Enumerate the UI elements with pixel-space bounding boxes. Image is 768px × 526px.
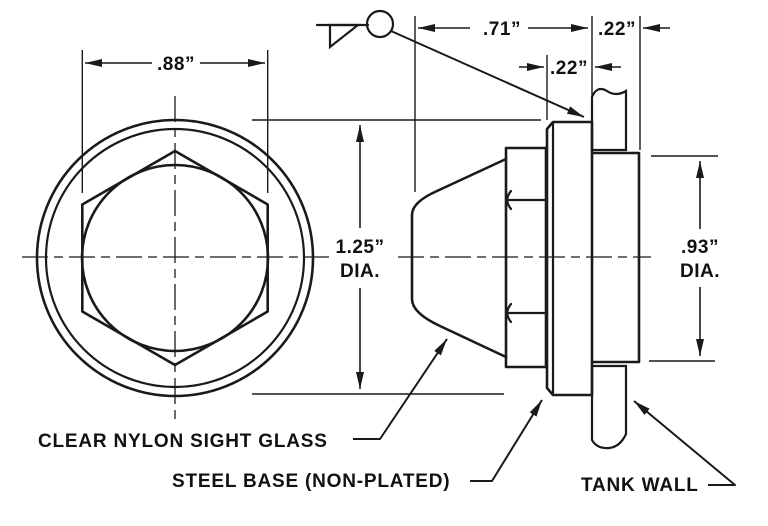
steel-base-label: STEEL BASE (NON-PLATED): [172, 471, 450, 492]
flange-outer-circle: [35, 118, 315, 398]
base-diameter-unit: DIA.: [680, 261, 720, 282]
dimension-wall-offset: .22”: [591, 16, 670, 150]
callouts: CLEAR NYLON SIGHT GLASS STEEL BASE (NON-…: [38, 338, 736, 496]
steel-base-flange: [545, 120, 594, 397]
sight-glass-dome: [410, 157, 508, 359]
front-view: [22, 96, 329, 421]
dimension-flange-diameter: 1.25” DIA.: [252, 119, 541, 395]
flange-diameter-value: 1.25”: [336, 237, 385, 258]
steel-base-leader-arrow: [470, 399, 543, 482]
sight-glass-circle: [80, 163, 270, 353]
dimension-flange-thickness: .22”: [519, 55, 621, 120]
sight-glass-leader-arrow: [353, 338, 448, 440]
fillet-weld-triangle: [328, 23, 362, 50]
tank-wall-section: [590, 87, 628, 450]
base-diameter-value: .93”: [681, 237, 719, 258]
weld-all-around-circle: [365, 9, 395, 39]
weld-all-around-symbol: [315, 9, 585, 118]
flange-thickness-value: .22”: [550, 58, 588, 79]
flange-rim-circle: [44, 127, 306, 389]
wall-offset-value: .22”: [598, 19, 636, 40]
weld-leader-arrow: [390, 30, 585, 118]
sight-glass-label: CLEAR NYLON SIGHT GLASS: [38, 431, 328, 452]
overall-length-value: .71”: [483, 19, 521, 40]
hex-outline: [81, 149, 270, 367]
tank-wall-label: TANK WALL: [581, 475, 699, 496]
steel-base-barrel: [590, 151, 641, 364]
flange-diameter-unit: DIA.: [340, 261, 380, 282]
dimension-base-diameter: .93” DIA.: [649, 155, 720, 362]
hex-width-value: .88”: [157, 54, 195, 75]
dimension-overall-length: .71”: [414, 16, 588, 192]
dimension-hex-width: .88”: [81, 50, 269, 193]
side-view: [315, 9, 651, 450]
tank-wall-leader-arrow: [633, 400, 736, 486]
